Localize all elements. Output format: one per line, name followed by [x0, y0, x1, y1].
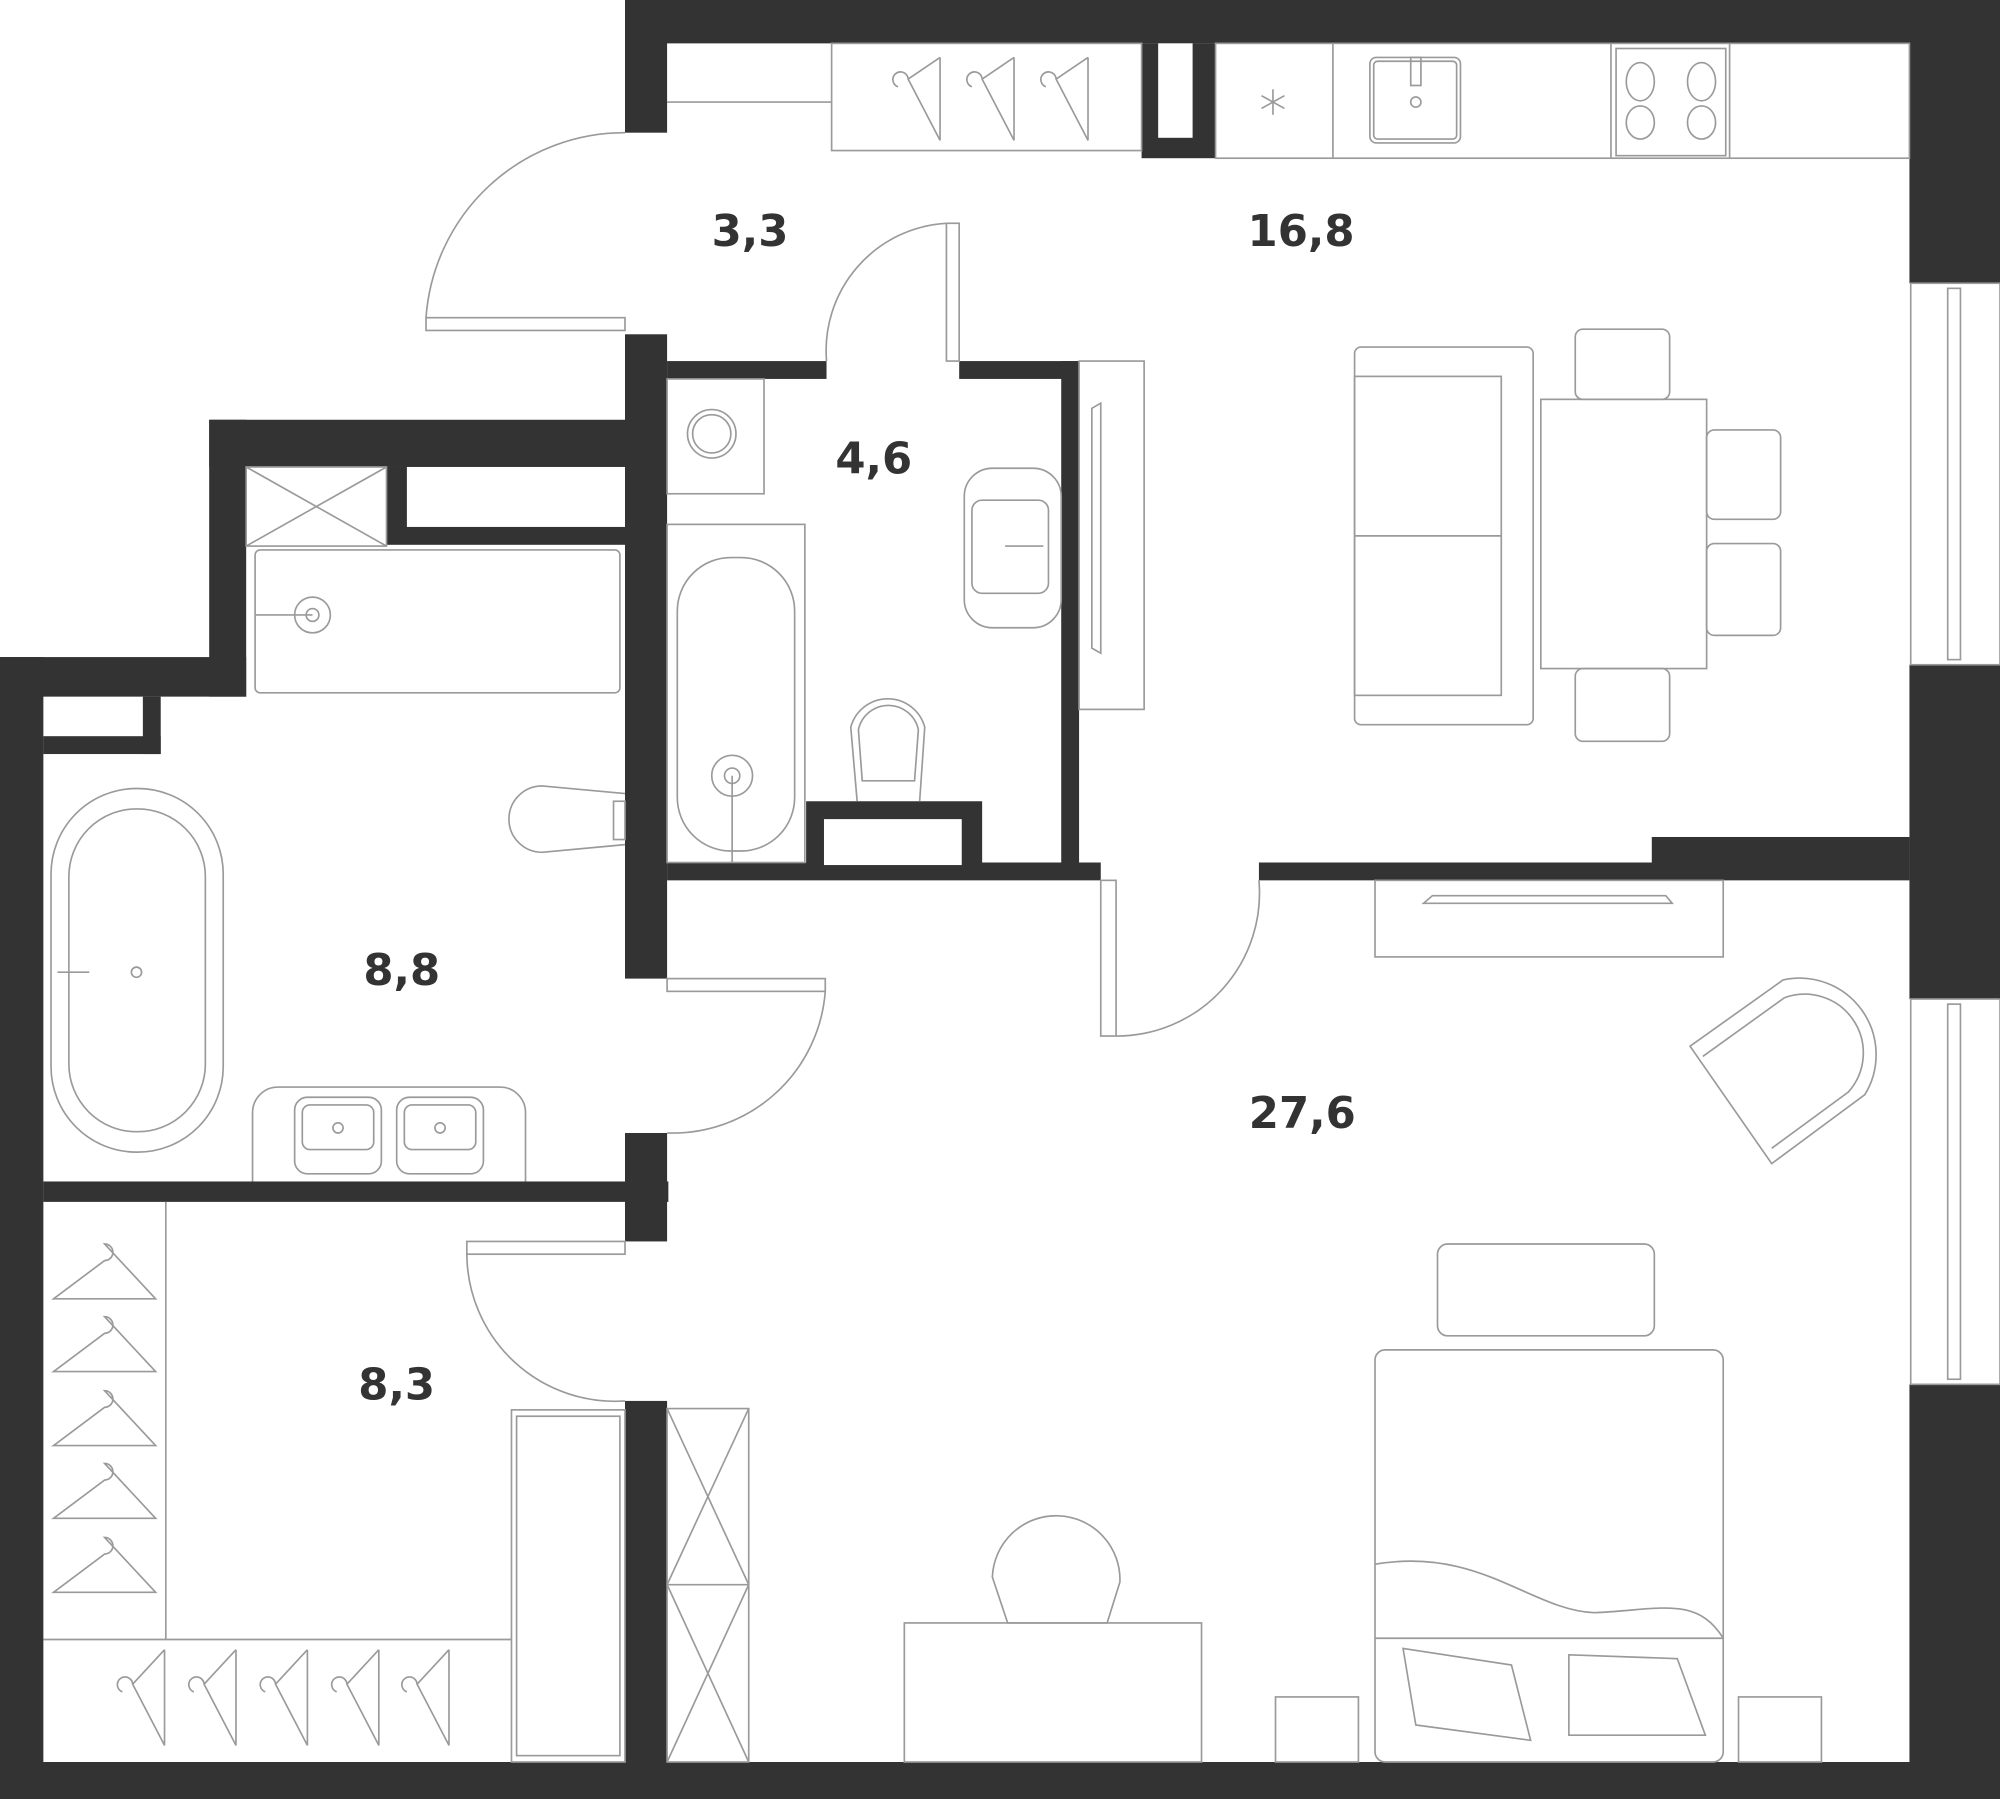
windows: [1909, 282, 2000, 1386]
area-label-bedroom: 27,6: [1249, 1089, 1356, 1139]
area-label-kitchen-living: 16,8: [1248, 207, 1355, 257]
living-furniture: [1078, 328, 1782, 743]
hanger-icons-hall: [892, 56, 1089, 141]
area-label-wardrobe: 8,3: [358, 1361, 435, 1411]
area-label-bathroom-1: 4,6: [835, 434, 912, 484]
bedroom-furniture: [666, 879, 1877, 1763]
hanger-icons-wardrobe: [51, 1243, 450, 1746]
area-labels: 3,3 16,8 4,6 8,8 27,6 8,3: [358, 207, 1355, 1410]
area-label-hall: 3,3: [712, 207, 789, 257]
wardrobe-fixtures: [43, 1201, 626, 1763]
area-label-bathroom-2: 8,8: [363, 946, 440, 996]
fridge-snowflake-icon: [1261, 89, 1285, 115]
bathroom-1-fixtures: [666, 378, 1063, 864]
doors: [425, 131, 1261, 1403]
kitchen-counter: [667, 42, 1911, 160]
bathroom-2-fixtures: [50, 466, 626, 1182]
